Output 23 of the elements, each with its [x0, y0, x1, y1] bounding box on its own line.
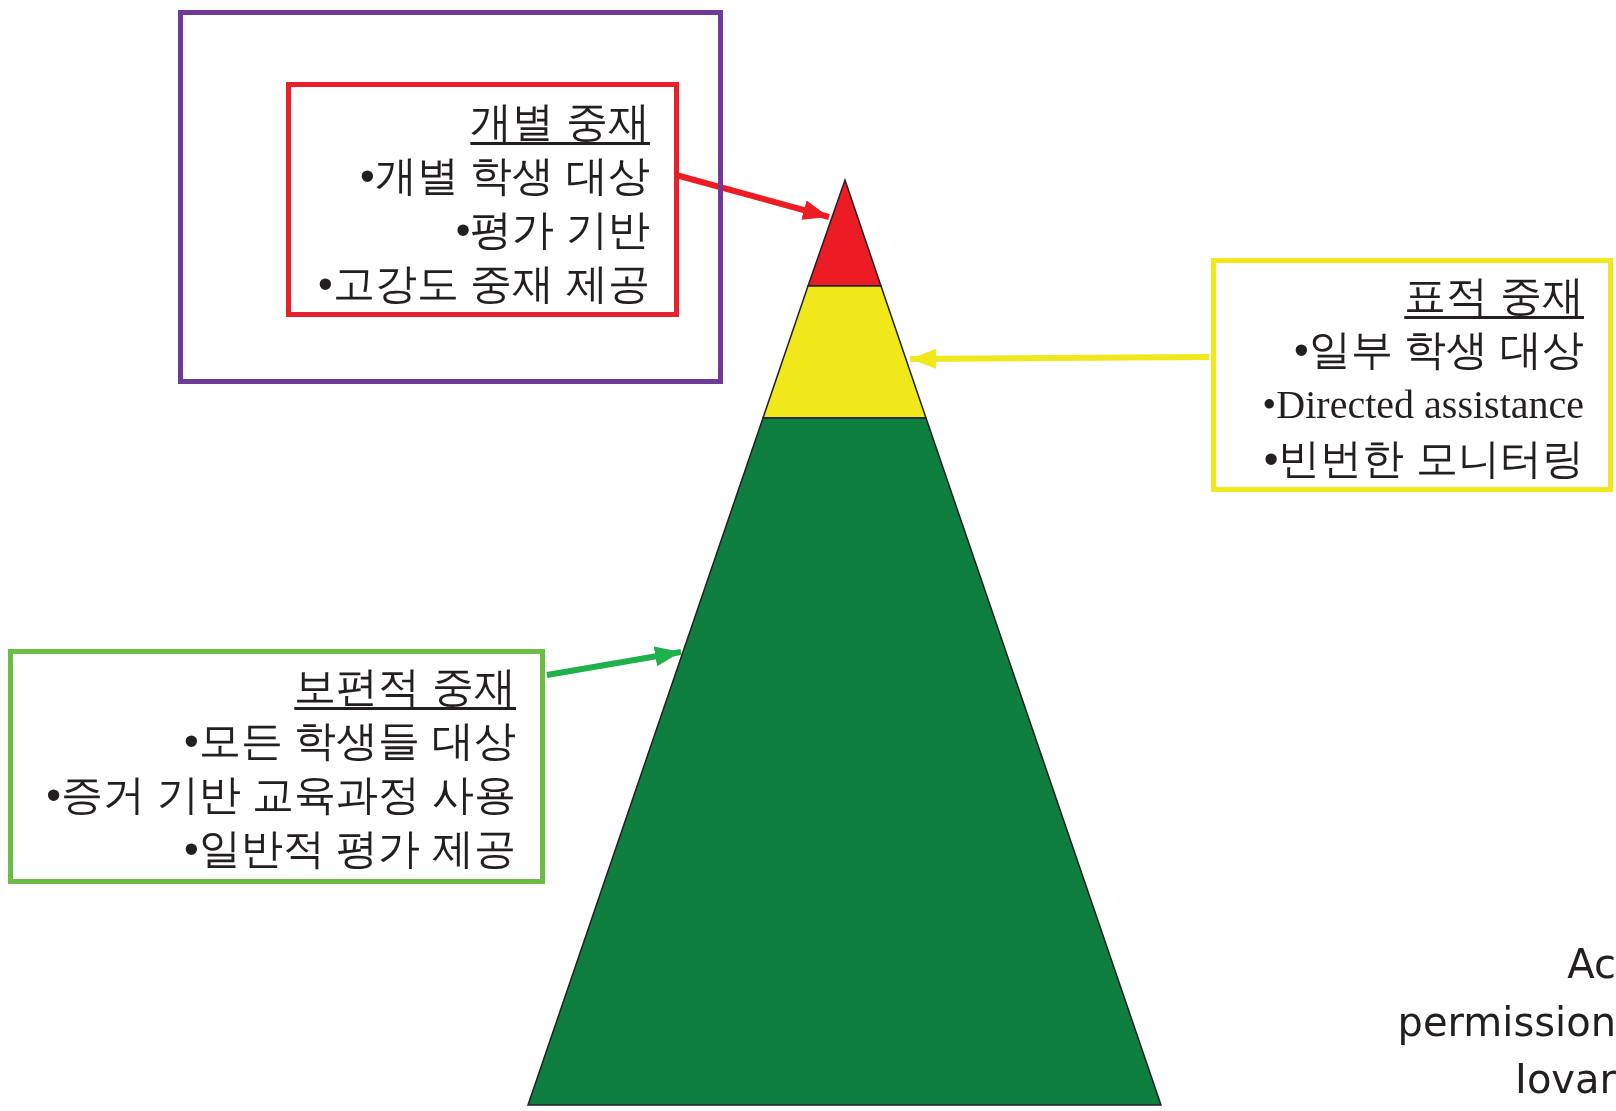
text-box: [8, 649, 545, 884]
outer-frame: [178, 10, 723, 384]
bullet-item: •고강도 중재 제공: [317, 260, 650, 307]
heading: 보편적 중재: [294, 663, 516, 710]
text-box: [286, 82, 679, 317]
bullet-item: •개별 학생 대상: [359, 152, 650, 199]
bullet-item: •증거 기반 교육과정 사용: [46, 771, 516, 818]
pyramid-tier: [808, 180, 881, 286]
bullet-item: •평가 기반: [455, 206, 650, 253]
arrow: [546, 646, 682, 678]
bullet-item: •모든 학생들 대상: [183, 717, 516, 764]
bullet-item: •일반적 평가 제공: [183, 825, 516, 872]
bullet-item: •빈번한 모니터링: [1263, 435, 1584, 482]
heading: 표적 중재: [1404, 272, 1584, 319]
arrow: [910, 348, 1209, 369]
bullet-item: •Directed assistance: [1262, 382, 1584, 427]
note-text: Ac: [1567, 942, 1616, 987]
pyramid-tier: [528, 418, 1161, 1105]
note-text: Iovar: [1515, 1057, 1616, 1102]
heading: 개별 중재: [470, 98, 650, 145]
note-text: permission: [1397, 1000, 1616, 1045]
bullet-item: •일부 학생 대상: [1293, 326, 1584, 373]
text-box: [1211, 258, 1613, 492]
